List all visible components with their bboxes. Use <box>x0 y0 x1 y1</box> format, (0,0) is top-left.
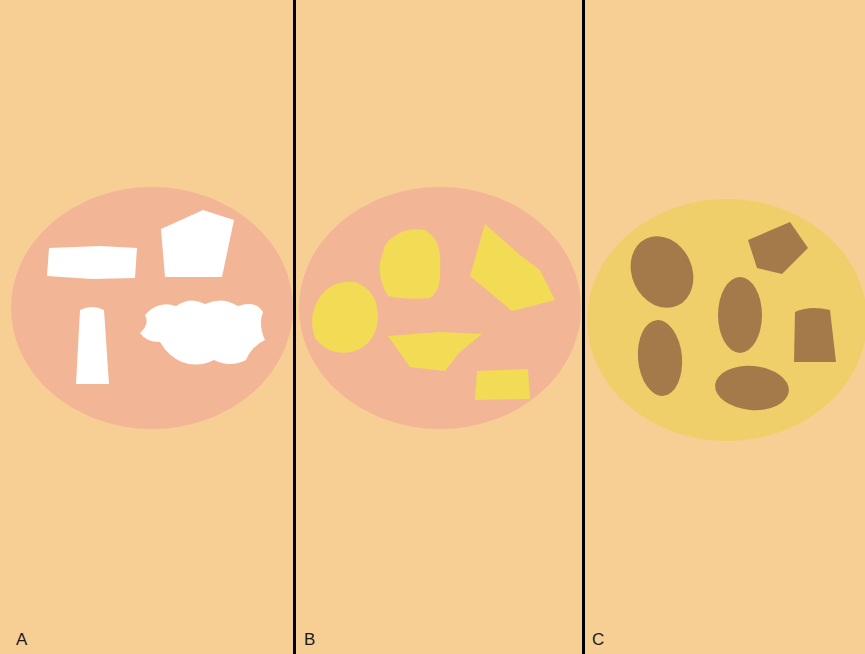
divider-line <box>293 0 296 654</box>
yellow-fragments <box>312 224 555 400</box>
brown-fragments <box>619 222 836 413</box>
circle-region <box>11 187 293 429</box>
circle-region <box>299 187 581 429</box>
divider-line <box>582 0 585 654</box>
panel-letter: C <box>592 631 604 648</box>
circle-region <box>587 199 865 441</box>
panel-letter: A <box>16 631 27 648</box>
white-fragments <box>47 210 265 384</box>
panel-letter: B <box>304 631 315 648</box>
